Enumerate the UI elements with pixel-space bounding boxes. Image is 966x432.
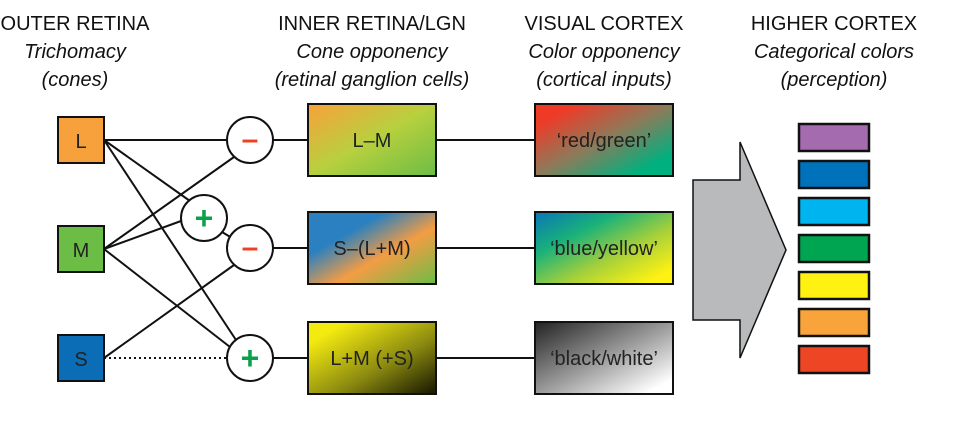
svg-text:+: + xyxy=(195,200,214,236)
category-color-bar xyxy=(797,307,871,338)
svg-text:S: S xyxy=(74,349,87,371)
svg-text:(perception): (perception) xyxy=(781,69,888,91)
svg-text:–: – xyxy=(242,123,259,156)
svg-text:S–(L+M): S–(L+M) xyxy=(333,238,410,260)
svg-text:VISUAL CORTEX: VISUAL CORTEX xyxy=(525,13,684,35)
svg-text:M: M xyxy=(73,240,90,262)
arrow-shape xyxy=(692,141,787,359)
cortical-red-green: ‘red/green’ xyxy=(534,103,674,177)
svg-text:L: L xyxy=(75,131,86,153)
channel-l-plus-m: L+M (+S) xyxy=(307,321,437,395)
header-visual-cortex: VISUAL CORTEX Color opponency (cortical … xyxy=(525,13,684,91)
minus-node-1: – xyxy=(226,116,274,164)
categorical-colors xyxy=(797,122,871,375)
svg-text:‘blue/yellow’: ‘blue/yellow’ xyxy=(550,238,658,260)
svg-text:‘black/white’: ‘black/white’ xyxy=(550,348,658,370)
header-inner-retina: INNER RETINA/LGN Cone opponency (retinal… xyxy=(275,13,470,91)
svg-text:(retinal ganglion cells): (retinal ganglion cells) xyxy=(275,69,470,91)
svg-text:HIGHER CORTEX: HIGHER CORTEX xyxy=(751,13,917,35)
header-higher-cortex: HIGHER CORTEX Categorical colors (percep… xyxy=(751,13,917,91)
svg-text:+: + xyxy=(241,340,260,376)
svg-text:(cortical inputs): (cortical inputs) xyxy=(536,69,672,91)
channel-s-minus-lm: S–(L+M) xyxy=(307,211,437,285)
category-color-bar xyxy=(797,344,871,375)
svg-text:Cone opponency: Cone opponency xyxy=(296,41,448,63)
category-color-bar xyxy=(797,122,871,153)
cone-s: S xyxy=(57,334,105,382)
svg-text:Color opponency: Color opponency xyxy=(528,41,680,63)
category-color-bar xyxy=(797,159,871,190)
svg-text:–: – xyxy=(242,231,259,264)
cone-l: L xyxy=(57,116,105,164)
svg-text:OUTER RETINA: OUTER RETINA xyxy=(1,13,151,35)
connections xyxy=(103,139,535,359)
header-outer-retina: OUTER RETINA Trichomacy (cones) xyxy=(1,13,151,91)
svg-text:‘red/green’: ‘red/green’ xyxy=(557,130,652,152)
svg-text:INNER RETINA/LGN: INNER RETINA/LGN xyxy=(278,13,466,35)
svg-text:Trichomacy: Trichomacy xyxy=(24,41,127,63)
category-color-bar xyxy=(797,233,871,264)
category-color-bar xyxy=(797,270,871,301)
channel-l-minus-m: L–M xyxy=(307,103,437,177)
cone-m: M xyxy=(57,225,105,273)
svg-text:L+M (+S): L+M (+S) xyxy=(330,348,413,370)
svg-text:L–M: L–M xyxy=(353,130,392,152)
category-color-bar xyxy=(797,196,871,227)
cortical-black-white: ‘black/white’ xyxy=(534,321,674,395)
cortical-blue-yellow: ‘blue/yellow’ xyxy=(534,211,674,285)
minus-node-2: – xyxy=(226,224,274,272)
svg-text:(cones): (cones) xyxy=(42,69,109,91)
plus-node-1: + xyxy=(180,194,228,242)
svg-text:Categorical colors: Categorical colors xyxy=(754,41,914,63)
plus-node-2: + xyxy=(226,334,274,382)
